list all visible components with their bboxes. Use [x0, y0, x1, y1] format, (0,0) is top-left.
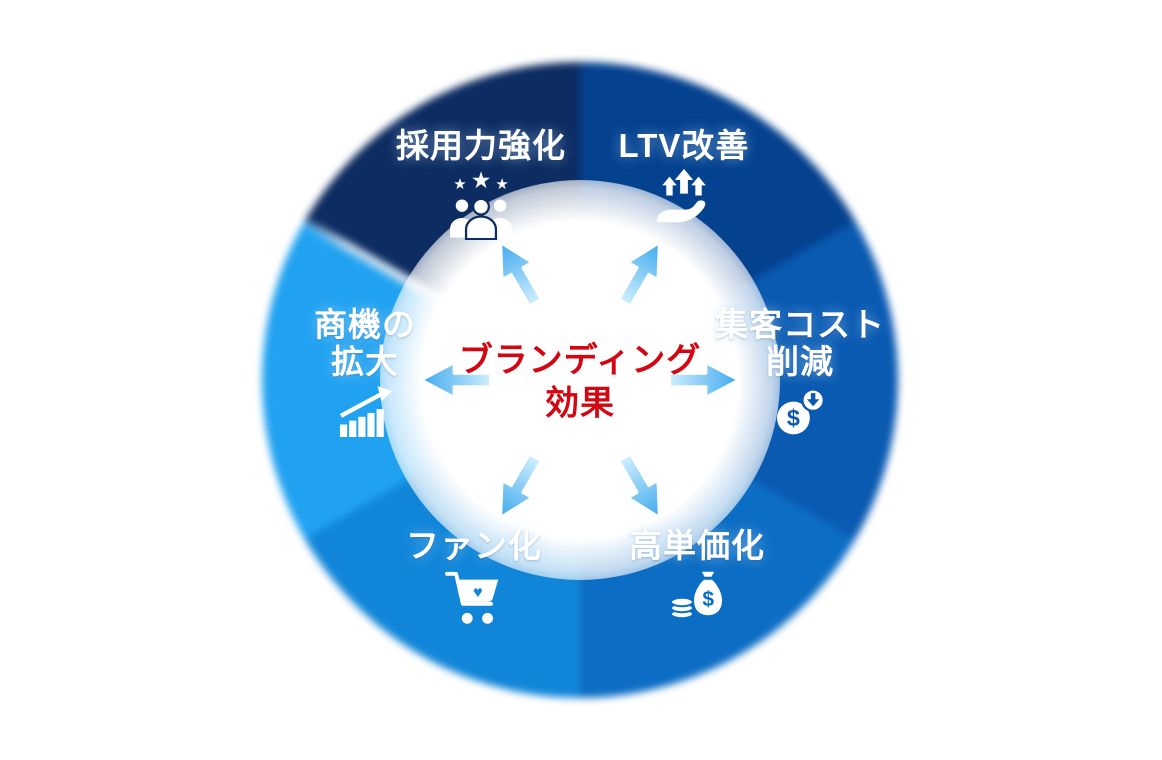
segment-business-opportunity-expansion: 商機の 拡大	[253, 306, 477, 437]
center-title: ブランディング 効果	[420, 340, 740, 425]
segment-label: 採用力強化	[396, 127, 566, 164]
segment-higher-unit-price: 高単価化 $	[585, 527, 809, 620]
segment-acquisition-cost-reduction: 集客コスト 削減 $	[688, 306, 912, 436]
dollar-coin-decrease-icon: $	[777, 387, 826, 434]
money-bag-coins-icon: $	[670, 570, 724, 620]
segment-ltv-improvement: LTV改善	[554, 127, 814, 226]
stars-icon: ★ ★ ★	[453, 167, 509, 194]
arrow-to-right	[668, 361, 740, 399]
center-title-line2: 効果	[545, 384, 615, 422]
segment-label: 集客コスト 削減	[715, 306, 885, 381]
arrow-to-left	[420, 361, 492, 399]
svg-text:♥: ♥	[473, 584, 483, 602]
arrow-to-bottom-right	[617, 452, 661, 519]
svg-text:$: $	[702, 588, 714, 611]
center-title-line1: ブランディング	[458, 341, 702, 380]
arrow-to-bottom-left	[499, 452, 543, 519]
segment-label: 高単価化	[629, 527, 765, 564]
svg-text:$: $	[787, 405, 800, 431]
hand-with-rising-arrows-icon	[656, 169, 706, 223]
arrow-to-top-left	[499, 241, 543, 308]
segment-label: LTV改善	[618, 127, 750, 164]
segment-label: 商機の 拡大	[314, 306, 416, 381]
growth-bar-chart-icon	[339, 385, 392, 437]
segment-fan-conversion: ファン化 ♥	[362, 527, 586, 626]
arrow-to-top-right	[617, 241, 661, 308]
people-with-stars-icon	[450, 197, 512, 241]
segment-label: ファン化	[406, 527, 542, 564]
cart-with-heart-icon: ♥	[444, 572, 499, 625]
segment-recruiting-power: 採用力強化 ★ ★ ★	[351, 127, 611, 241]
